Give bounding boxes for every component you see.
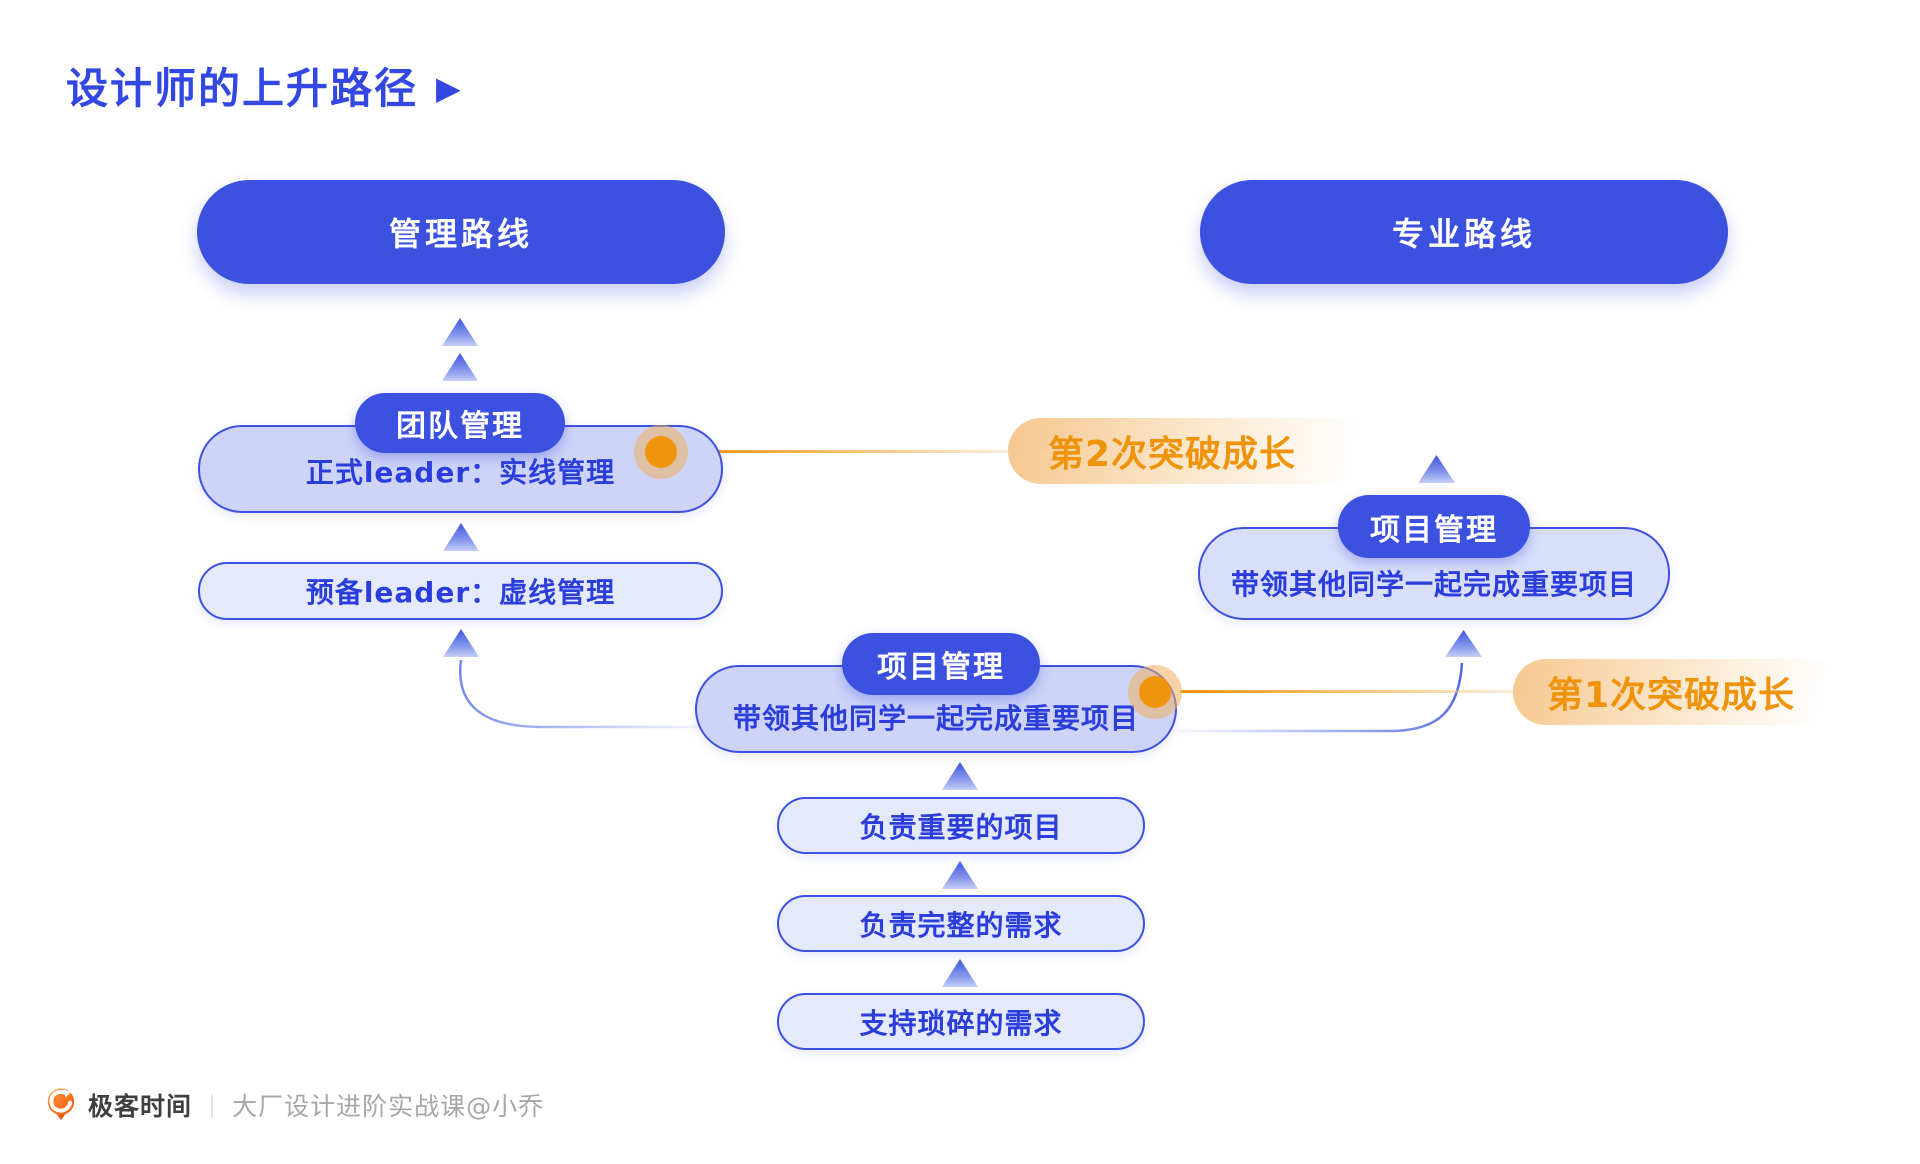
footer-course: 大厂设计进阶实战课@小乔 [232, 1092, 545, 1121]
step-important-projects-box: 负责重要的项目 [777, 797, 1145, 854]
play-arrow-icon: ▶ [436, 68, 461, 107]
breakthrough-line [1180, 690, 1516, 693]
prep-leader-box: 预备leader：虚线管理 [198, 562, 723, 620]
management-route-header: 管理路线 [197, 180, 725, 284]
step-complete-requirements-box: 负责完整的需求 [777, 895, 1145, 952]
breakthrough-1-label: 第1次突破成长 [1513, 659, 1847, 725]
project-management-badge-right: 项目管理 [1338, 495, 1530, 558]
breakthrough-2-label: 第2次突破成长 [1008, 418, 1380, 484]
team-management-badge: 团队管理 [355, 393, 565, 453]
footer: 极客时间 | 大厂设计进阶实战课@小乔 [44, 1086, 544, 1124]
step-trivial-requirements-box: 支持琐碎的需求 [777, 993, 1145, 1050]
curve-mid-to-management [458, 659, 700, 729]
page-title-text: 设计师的上升路径 [66, 64, 419, 113]
curve-mid-to-professional [1178, 662, 1464, 733]
breakthrough-line [688, 450, 1012, 453]
breakthrough-dot-icon [645, 436, 677, 468]
breakthrough-dot-icon [1139, 676, 1171, 708]
project-management-badge-mid: 项目管理 [842, 633, 1040, 695]
page-title: 设计师的上升路径 ▶ [66, 55, 461, 116]
professional-route-header: 专业路线 [1200, 180, 1728, 284]
geektime-logo-icon [47, 1088, 75, 1121]
footer-divider: | [208, 1091, 217, 1119]
footer-brand: 极客时间 [88, 1092, 193, 1121]
